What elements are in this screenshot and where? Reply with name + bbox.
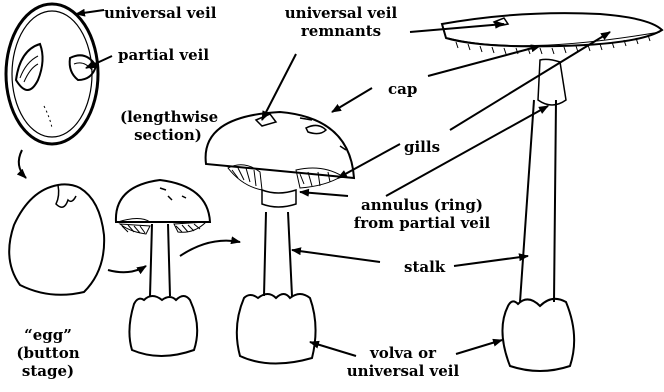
label-stalk: stalk: [404, 258, 445, 276]
label-lengthwise-line2: section): [120, 126, 216, 144]
label-partial-veil: partial veil: [118, 46, 209, 64]
label-egg-line1: “egg”: [8, 326, 88, 344]
label-universal-veil-remnants: universal veil remnants: [276, 4, 406, 40]
egg-section-drawing: [6, 4, 98, 144]
label-cap: cap: [388, 80, 417, 98]
label-egg-button-stage: “egg” (button stage): [8, 326, 88, 380]
label-annulus-line2: from partial veil: [340, 214, 504, 232]
label-uv-remnants-line1: universal veil: [276, 4, 406, 22]
label-uv-remnants-line2: remnants: [276, 22, 406, 40]
label-gills: gills: [404, 138, 440, 156]
label-volva-line2: universal veil: [338, 362, 468, 380]
label-volva-line1: volva or: [338, 344, 468, 362]
label-lengthwise-line1: (lengthwise: [120, 108, 216, 126]
label-volva: volva or universal veil: [338, 344, 468, 380]
button-stage-drawing: [116, 180, 210, 356]
label-arrows: [19, 10, 610, 356]
egg-exterior-drawing: [9, 184, 104, 294]
label-lengthwise-section: (lengthwise section): [120, 108, 216, 144]
label-annulus-line1: annulus (ring): [340, 196, 504, 214]
medium-stage-drawing: [206, 112, 354, 364]
label-universal-veil-top: universal veil: [104, 4, 216, 22]
label-annulus: annulus (ring) from partial veil: [340, 196, 504, 232]
label-egg-line3: stage): [8, 362, 88, 380]
label-egg-line2: (button: [8, 344, 88, 362]
